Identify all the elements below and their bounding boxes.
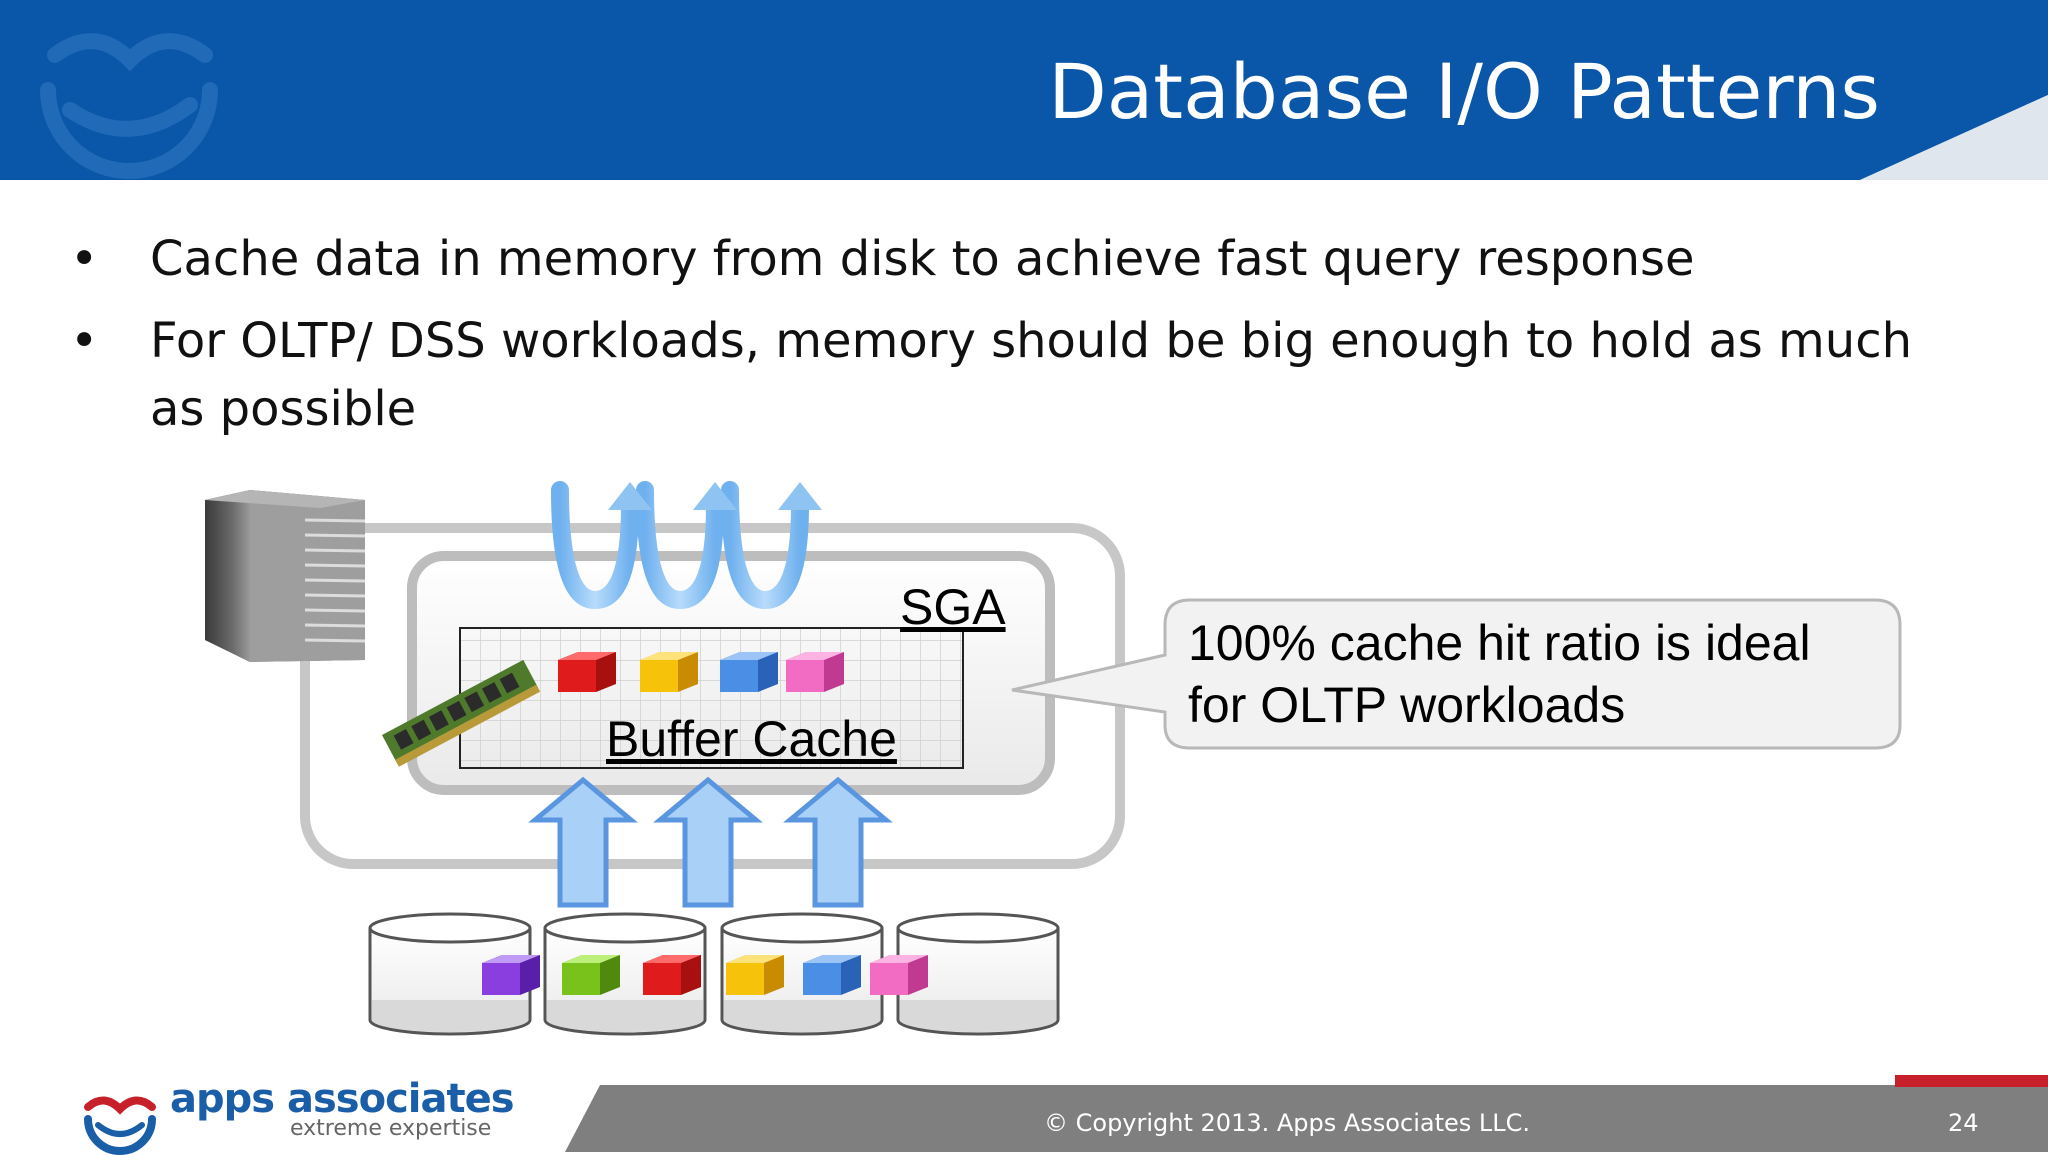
disk-icon xyxy=(543,912,707,1036)
bullet-marker: • xyxy=(70,313,99,369)
callout-text: 100% cache hit ratio is ideal for OLTP w… xyxy=(1188,615,1811,733)
copyright-text: © Copyright 2013. Apps Associates LLC. xyxy=(1044,1109,1530,1137)
disk-icon xyxy=(896,912,1060,1036)
apps-associates-logo-icon xyxy=(84,1096,156,1155)
callout-bubble xyxy=(1011,598,1902,750)
bullet-item: • For OLTP/ DSS workloads, memory should… xyxy=(70,307,1970,443)
disk-block xyxy=(482,955,540,995)
slide-title: Database I/O Patterns xyxy=(1048,47,1880,136)
disk-icon xyxy=(720,912,884,1036)
server-icon xyxy=(205,490,366,662)
read-arrows xyxy=(528,776,893,908)
bullet-text: For OLTP/ DSS workloads, memory should b… xyxy=(150,313,1913,437)
memory-module-icon xyxy=(382,659,541,767)
brand-tagline: extreme expertise xyxy=(290,1116,492,1141)
sga-label: SGA xyxy=(900,579,1006,635)
io-diagram xyxy=(205,481,1902,1036)
page-number: 24 xyxy=(1948,1109,1979,1137)
bullet-text: Cache data in memory from disk to achiev… xyxy=(150,231,1695,287)
disk-block xyxy=(562,955,620,995)
footer-bar xyxy=(565,1075,2048,1152)
header-bar xyxy=(0,0,2048,180)
logo-watermark-icon xyxy=(40,33,218,179)
cache-block xyxy=(640,652,698,692)
bullet-list: • Cache data in memory from disk to achi… xyxy=(70,225,1970,457)
disk-block xyxy=(870,955,928,995)
disk-block xyxy=(803,955,861,995)
brand-name: apps associates xyxy=(170,1076,515,1122)
buffer-cache-grid xyxy=(459,627,964,769)
cache-block xyxy=(720,652,778,692)
bullet-item: • Cache data in memory from disk to achi… xyxy=(70,225,1970,293)
cache-block xyxy=(558,652,616,692)
uturn-arrows xyxy=(551,481,809,610)
bullet-marker: • xyxy=(70,231,99,287)
disk-block xyxy=(726,955,784,995)
uturn-arrowheads xyxy=(608,482,822,510)
cache-block xyxy=(786,652,844,692)
buffer-cache-label: Buffer Cache xyxy=(606,711,897,767)
disk-block xyxy=(643,955,701,995)
disk-icon xyxy=(368,912,532,1036)
